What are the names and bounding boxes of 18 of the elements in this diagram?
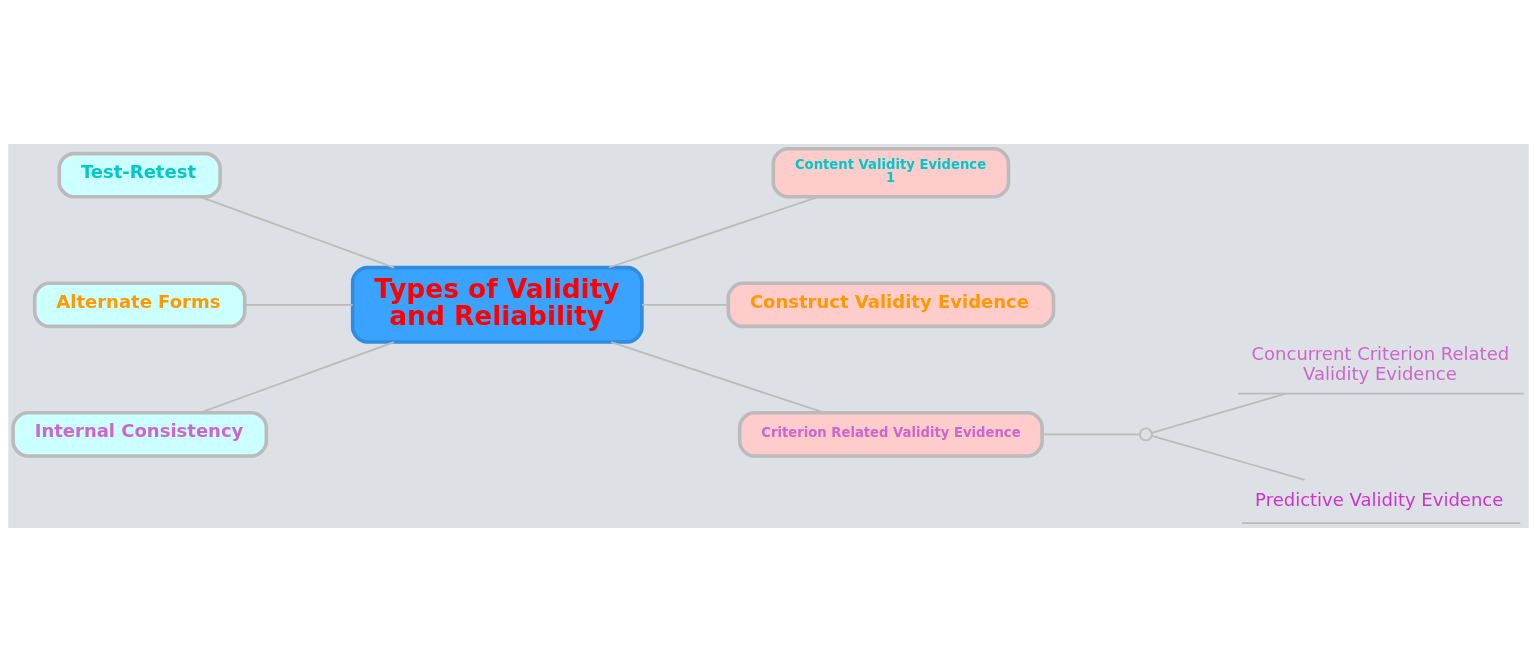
connector [1151,392,1287,434]
node-text: Predictive Validity Evidence [1255,488,1504,510]
node-circle [1139,427,1153,441]
connector [199,340,395,414]
connector [1151,434,1306,481]
node-text: Concurrent Criterion Related Validity Evidence [1251,342,1510,384]
node-box: Types of Validity and Reliability [350,265,644,344]
node-box: Construct Validity Evidence [726,280,1056,328]
node-box: Internal Consistency [11,410,269,458]
node-box: Content Validity Evidence 1 [771,146,1011,199]
connector [608,195,820,268]
node-box: Test-Retest [57,151,222,199]
node-box: Alternate Forms [32,280,247,328]
connector [199,195,395,268]
connector [244,303,354,306]
connector [1041,433,1141,435]
connector [641,303,729,306]
node-box: Criterion Related Validity Evidence [737,410,1044,458]
